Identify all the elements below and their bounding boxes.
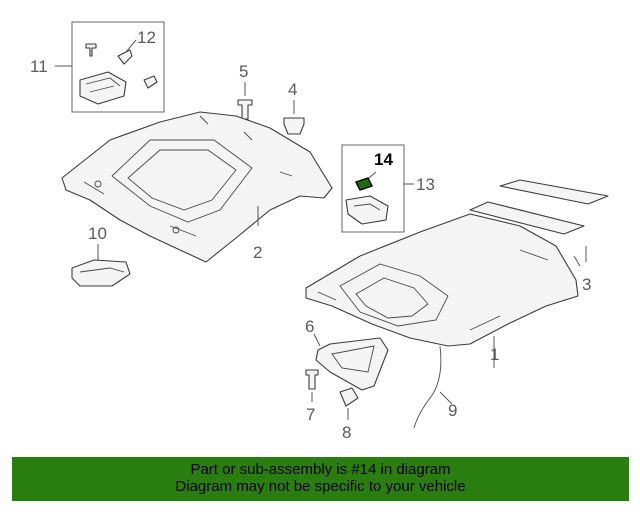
callout-12: 12 [137,28,156,47]
part-4 [283,100,305,135]
part-3-strips [469,179,609,267]
part-1-headliner [305,213,579,368]
part-2-headliner [61,111,333,263]
part-9-wire [413,345,453,429]
part-6-visor [313,333,389,391]
callout-13: 13 [416,175,435,194]
info-banner: Part or sub-assembly is #14 in diagram D… [12,457,629,501]
part-13-box [341,144,405,233]
callout-3: 3 [582,275,591,294]
parts-diagram: 1 2 3 4 5 6 7 8 9 10 11 12 13 14 [30,21,609,442]
callout-11: 11 [30,57,48,76]
callout-1: 1 [490,345,499,364]
part-11-box [71,21,165,113]
part-13-group [341,144,414,233]
callout-14: 14 [374,150,393,169]
part-14-highlighted [355,177,373,191]
part-5 [237,82,253,120]
callout-4: 4 [288,80,297,99]
part-12-screw [117,49,133,65]
part-11-clip [79,71,127,105]
callout-10: 10 [88,224,107,243]
callout-5: 5 [239,62,248,81]
callout-6: 6 [305,317,314,336]
callout-9: 9 [448,401,457,420]
part-8 [339,387,359,420]
part-7 [305,369,319,402]
callout-8: 8 [342,423,351,442]
banner-line-2: Diagram may not be specific to your vehi… [175,478,466,495]
callout-7: 7 [306,405,315,424]
part-11-group [55,21,165,113]
part-10-lamp [71,244,131,287]
banner-line-1: Part or sub-assembly is #14 in diagram [190,461,451,478]
callout-2: 2 [253,243,262,262]
